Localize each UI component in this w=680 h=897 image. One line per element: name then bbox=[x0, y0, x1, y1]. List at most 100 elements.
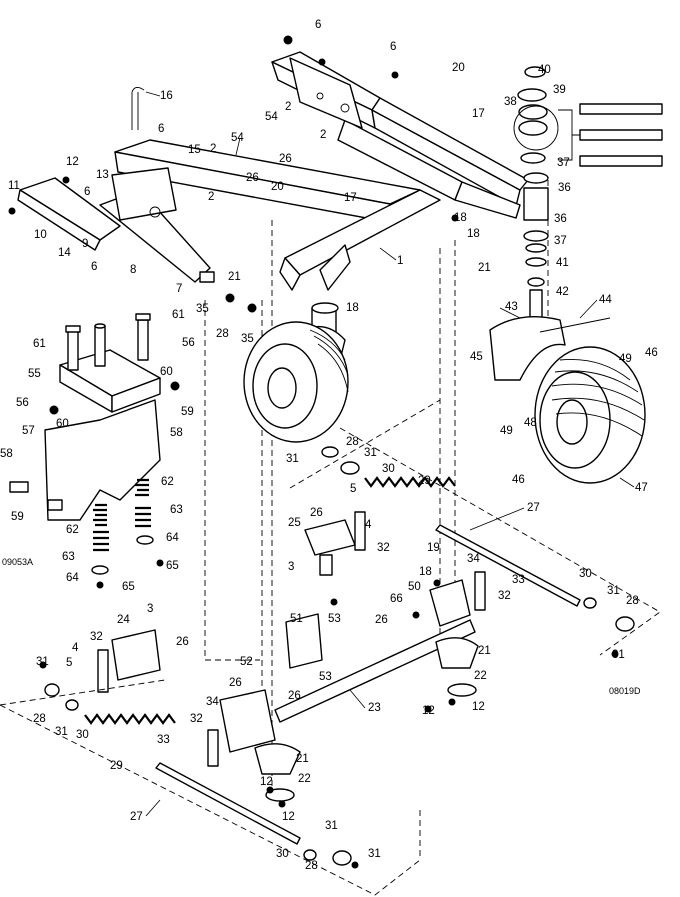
callout-37b: 37 bbox=[554, 235, 567, 247]
callout-46b: 46 bbox=[512, 474, 525, 486]
callout-64b: 64 bbox=[66, 572, 79, 584]
callout-20: 20 bbox=[452, 62, 465, 74]
callout-32d: 32 bbox=[190, 713, 203, 725]
callout-2d: 2 bbox=[208, 191, 214, 203]
callout-28: 28 bbox=[346, 436, 359, 448]
callout-18c: 18 bbox=[419, 566, 432, 578]
callout-2c: 2 bbox=[210, 143, 216, 155]
callout-39: 39 bbox=[553, 84, 566, 96]
callout-36b: 36 bbox=[554, 213, 567, 225]
callout-48: 48 bbox=[524, 417, 537, 429]
callout-17b: 17 bbox=[344, 192, 357, 204]
callout-21c: 21 bbox=[478, 645, 491, 657]
callout-12e: 12 bbox=[472, 701, 485, 713]
callout-49b: 49 bbox=[500, 425, 513, 437]
callout-58b: 58 bbox=[0, 448, 13, 460]
callout-24: 24 bbox=[117, 614, 130, 626]
callout-64: 64 bbox=[166, 532, 179, 544]
callout-61: 61 bbox=[33, 338, 46, 350]
callout-11: 11 bbox=[8, 180, 20, 192]
callout-17: 17 bbox=[472, 108, 485, 120]
callout-27b: 27 bbox=[130, 811, 143, 823]
callout-19: 19 bbox=[427, 542, 440, 554]
springs bbox=[84, 476, 456, 725]
callout-44: 44 bbox=[599, 294, 612, 306]
callout-30b: 30 bbox=[579, 568, 592, 580]
callout-16: 16 bbox=[160, 90, 173, 102]
callout-30c: 30 bbox=[76, 729, 89, 741]
figure-code-right: 08019D bbox=[609, 686, 641, 696]
callout-30d: 30 bbox=[276, 848, 289, 860]
callout-61b: 61 bbox=[172, 309, 185, 321]
callout-22b: 22 bbox=[298, 773, 311, 785]
callout-5: 5 bbox=[350, 483, 356, 495]
callout-1: 1 bbox=[397, 255, 403, 267]
callout-2b: 2 bbox=[320, 129, 326, 141]
callout-60: 60 bbox=[160, 366, 173, 378]
right-linkage bbox=[285, 511, 486, 697]
callout-41: 41 bbox=[556, 257, 569, 269]
callout-25: 25 bbox=[288, 517, 301, 529]
callout-31h: 31 bbox=[368, 848, 381, 860]
callout-3: 3 bbox=[288, 561, 294, 573]
callout-28d: 28 bbox=[216, 328, 229, 340]
end-hardware bbox=[44, 446, 635, 866]
rods bbox=[155, 524, 581, 845]
callout-32b: 32 bbox=[498, 590, 511, 602]
callout-6b: 6 bbox=[390, 41, 396, 53]
leader-lines bbox=[145, 91, 635, 817]
callout-54: 54 bbox=[231, 132, 244, 144]
callout-18a: 18 bbox=[454, 212, 467, 224]
callout-42: 42 bbox=[556, 286, 569, 298]
callout-20b: 20 bbox=[271, 181, 284, 193]
callout-57: 57 bbox=[22, 425, 35, 437]
callout-6d: 6 bbox=[84, 186, 90, 198]
callout-66: 66 bbox=[390, 593, 403, 605]
callout-55: 55 bbox=[28, 368, 41, 380]
callout-28c: 28 bbox=[33, 713, 46, 725]
callout-43: 43 bbox=[505, 301, 518, 313]
callout-38: 38 bbox=[504, 96, 517, 108]
callout-53b: 53 bbox=[319, 671, 332, 683]
callout-26c: 26 bbox=[176, 636, 189, 648]
callout-32: 32 bbox=[377, 542, 390, 554]
cross-shaft bbox=[274, 619, 476, 723]
callout-31d: 31 bbox=[612, 649, 625, 661]
callout-31b: 31 bbox=[364, 447, 377, 459]
callout-29: 29 bbox=[418, 475, 431, 487]
callout-54b: 54 bbox=[265, 111, 278, 123]
callout-32c: 32 bbox=[90, 631, 103, 643]
main-frame bbox=[114, 51, 529, 291]
callout-21d: 21 bbox=[296, 753, 309, 765]
callout-31g: 31 bbox=[325, 820, 338, 832]
callout-63b: 63 bbox=[62, 551, 75, 563]
callout-28e: 28 bbox=[305, 860, 318, 872]
callout-30: 30 bbox=[382, 463, 395, 475]
callout-45: 45 bbox=[470, 351, 483, 363]
callout-26g: 26 bbox=[246, 172, 259, 184]
callout-10: 10 bbox=[34, 229, 47, 241]
callout-26: 26 bbox=[310, 507, 323, 519]
callout-34b: 34 bbox=[206, 696, 219, 708]
callout-31: 31 bbox=[286, 453, 299, 465]
callout-37: 37 bbox=[557, 157, 570, 169]
callout-49: 49 bbox=[619, 353, 632, 365]
callout-2: 2 bbox=[285, 101, 291, 113]
callout-26f: 26 bbox=[279, 153, 292, 165]
callout-35b: 35 bbox=[241, 333, 254, 345]
callout-18b: 18 bbox=[346, 302, 359, 314]
left-caster-wheel bbox=[243, 302, 349, 443]
callout-12c: 12 bbox=[282, 811, 295, 823]
callout-56: 56 bbox=[182, 337, 195, 349]
left-link-assembly bbox=[17, 167, 215, 283]
callout-8: 8 bbox=[130, 264, 136, 276]
callout-12d: 12 bbox=[422, 705, 435, 717]
callout-36: 36 bbox=[558, 182, 571, 194]
fasteners bbox=[8, 35, 619, 869]
callout-65b: 65 bbox=[122, 581, 135, 593]
callout-13: 13 bbox=[96, 169, 109, 181]
caster-fork bbox=[489, 289, 611, 381]
callout-46: 46 bbox=[645, 347, 658, 359]
callout-34: 34 bbox=[467, 553, 480, 565]
callout-31e: 31 bbox=[36, 656, 49, 668]
